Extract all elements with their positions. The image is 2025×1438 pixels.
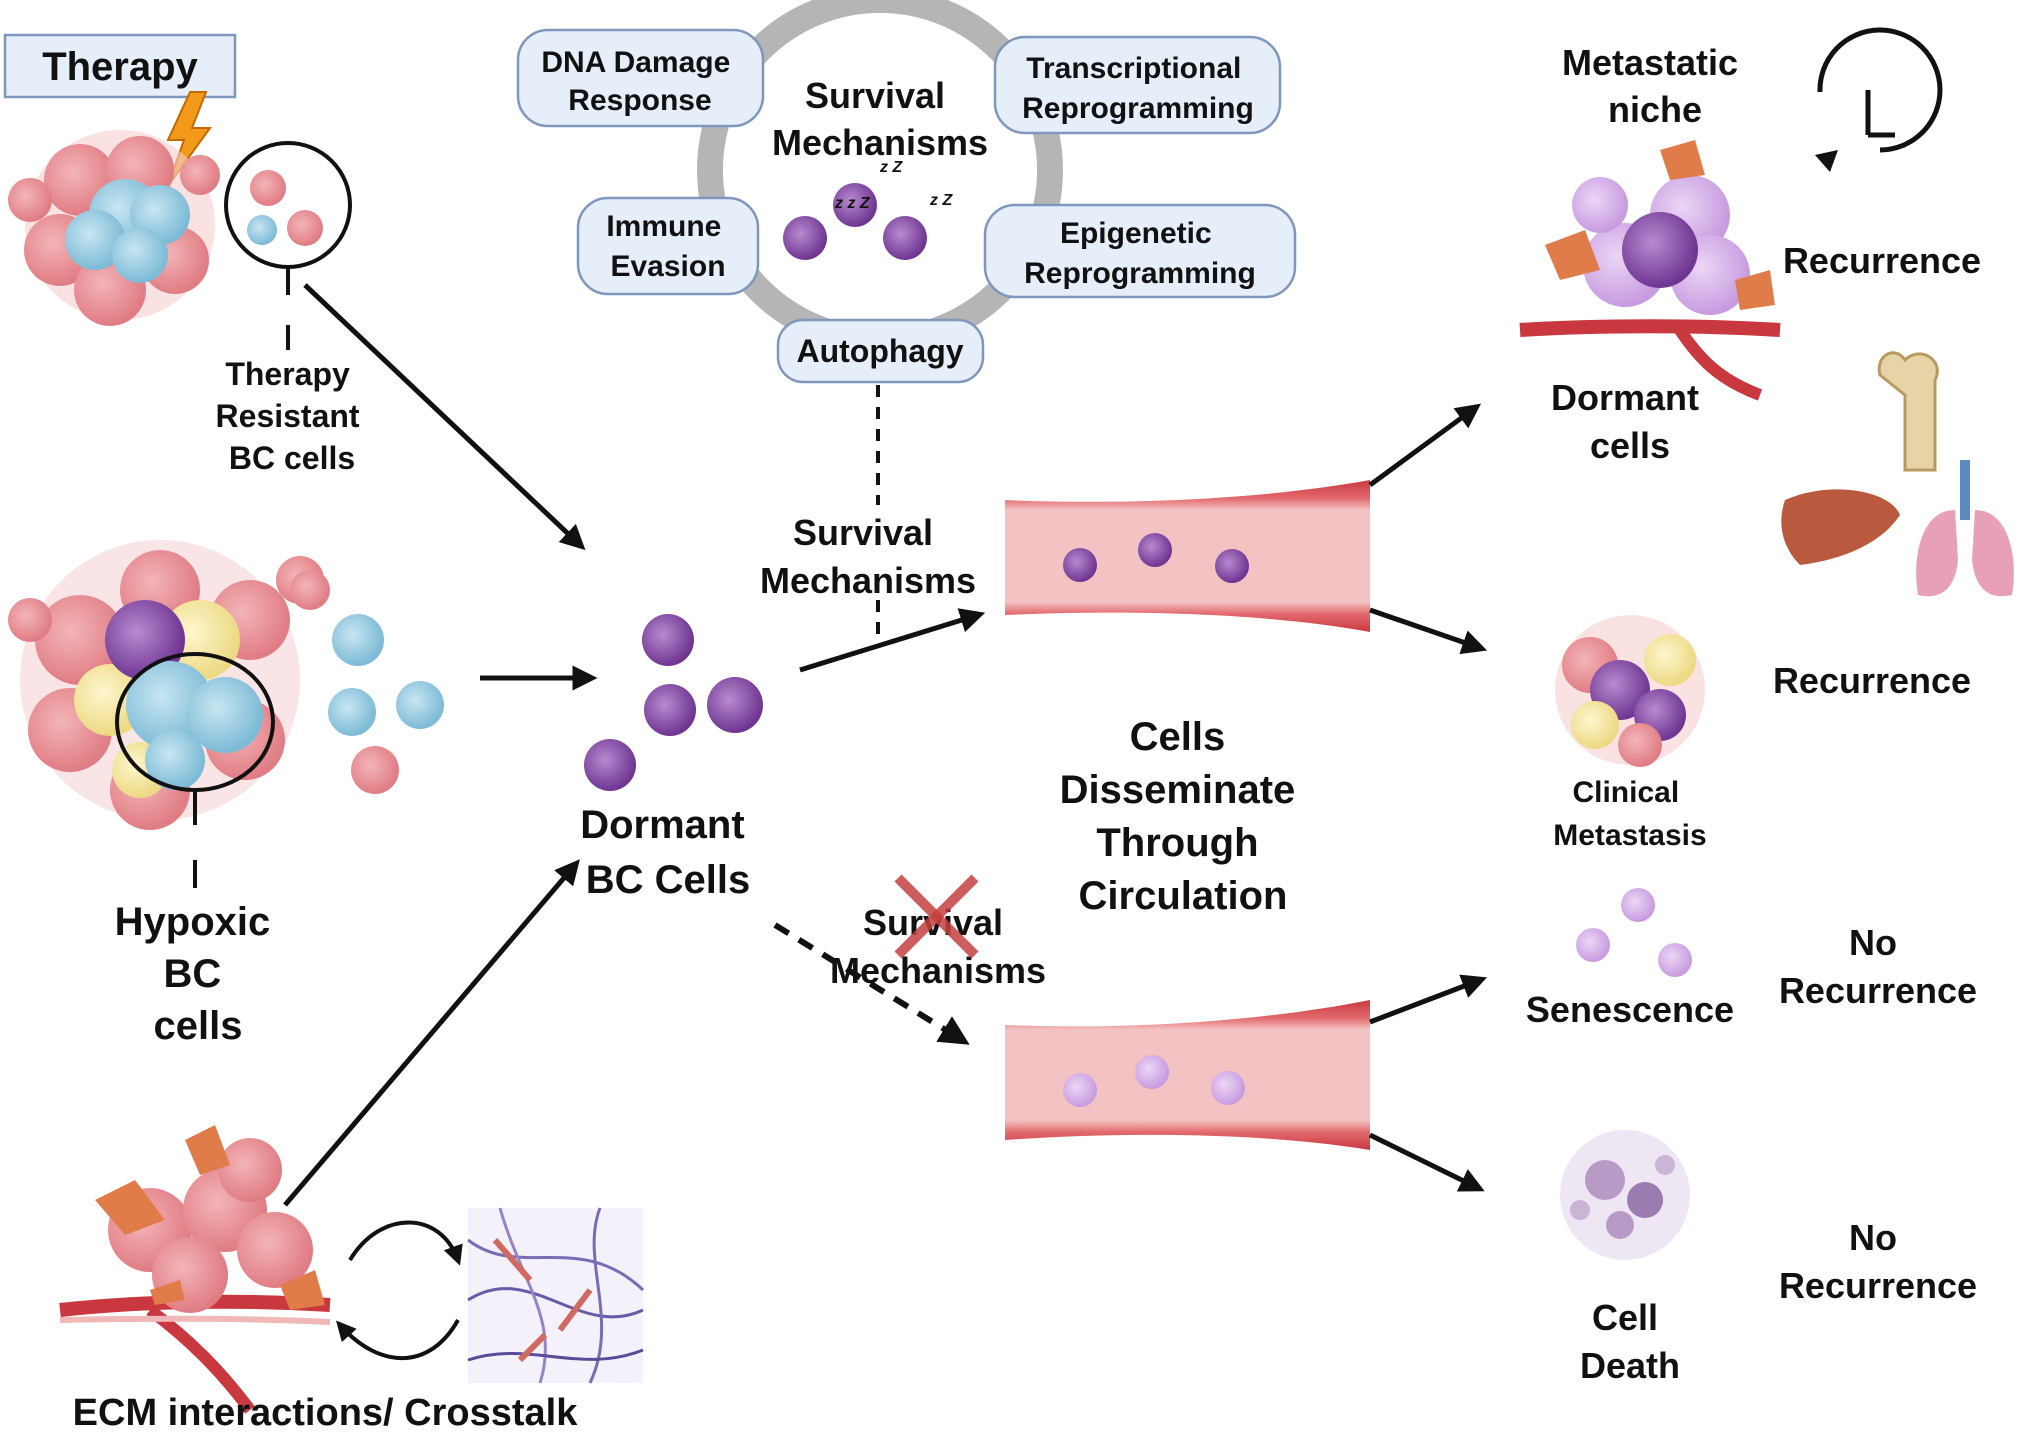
upper-vessel [1005, 480, 1370, 632]
arrow-to-dormant-niche [1368, 403, 1482, 488]
svg-text:Autophagy: Autophagy [796, 333, 963, 369]
arrow-dormant-to-lower-vessel [773, 922, 970, 1045]
survival-upper-label: Survival Mechanisms [760, 512, 976, 601]
svg-text:Transcriptional Reprogra: Transcriptional Reprogramming [1022, 52, 1254, 125]
arrow-to-cell-death [1368, 1132, 1485, 1192]
clinical-metastasis-cluster [1555, 615, 1705, 767]
metastatic-niche-label: Metastatic niche [1562, 42, 1748, 130]
therapy-resistant-label: Therapy Resistant BC cells [216, 356, 369, 476]
recurrence-label-1: Recurrence [1783, 240, 1981, 281]
cell-death-label: Cell Death [1580, 1297, 1680, 1386]
metastatic-niche-cluster [1519, 140, 1781, 401]
svg-text:z Z: z Z [879, 159, 903, 176]
box-epigenetic: Epigenetic Reprogramming [983, 203, 1297, 299]
senescence-label: Senescence [1526, 989, 1734, 1030]
svg-text:Epigenetic Reprogramming: Epigenetic Reprogramming [1024, 217, 1256, 290]
hypoxic-tumor-cluster [8, 540, 324, 830]
therapy-label-box: Therapy [3, 33, 237, 99]
box-transcriptional: Transcriptional Reprogramming [993, 35, 1282, 135]
no-recurrence-label-2: No Recurrence [1779, 1217, 1977, 1306]
svg-text:DNA Damage Response: DNA Damage Response [541, 46, 738, 117]
recurrence-label-2: Recurrence [1773, 660, 1971, 701]
svg-text:z z Z: z z Z [834, 195, 871, 212]
svg-text:Immune Evasion: Immune Evasion [606, 210, 729, 283]
hypoxic-core-circle [115, 652, 275, 792]
dormant-cells-group [584, 614, 763, 791]
crosstalk-arrow-back [336, 1319, 460, 1361]
ring-center-label: Survival Mechanisms [772, 75, 988, 163]
therapy-tumor-cluster [8, 130, 220, 326]
arrow-to-senescence [1369, 974, 1488, 1025]
resistant-cells-circle [224, 141, 352, 269]
dormant-bc-label: Dormant BC Cells [580, 803, 756, 902]
dormant-cells-label: Dormant cells [1551, 377, 1709, 466]
ecm-label: ECM interactions/ Crosstalk [73, 1392, 579, 1434]
arrow-therapy-to-dormant [303, 283, 586, 551]
senescence-cells [1576, 888, 1692, 977]
crosstalk-arrow-forward [348, 1220, 463, 1266]
migrating-cells [290, 570, 444, 794]
box-dna-damage: DNA Damage Response [516, 28, 765, 128]
hypoxic-label: Hypoxic BC cells [115, 900, 282, 1048]
box-autophagy: Autophagy [776, 318, 985, 384]
arrow-dormant-to-upper-vessel [799, 608, 986, 673]
svg-text:z Z: z Z [929, 192, 953, 209]
bone-icon [1877, 351, 1939, 472]
ecm-fibers-panel [467, 1207, 645, 1384]
cross-icon [894, 874, 979, 959]
ecm-tissue [59, 1125, 331, 1414]
cell-death-debris [1560, 1130, 1690, 1260]
clock-icon [1815, 27, 1943, 172]
therapy-label: Therapy [42, 45, 198, 89]
no-recurrence-label-1: No Recurrence [1779, 922, 1977, 1011]
lungs-icon [1916, 460, 2014, 597]
lower-vessel [1005, 1000, 1370, 1150]
disseminate-label: Cells Disseminate Through Circulation [1060, 715, 1307, 918]
arrow-ecm-to-dormant [283, 859, 580, 1207]
liver-icon [1781, 489, 1900, 565]
arrow-to-clinical-metastasis [1369, 607, 1488, 655]
clinical-metastasis-label: Clinical Metastasis [1553, 776, 1706, 852]
box-immune-evasion: Immune Evasion [576, 196, 760, 296]
